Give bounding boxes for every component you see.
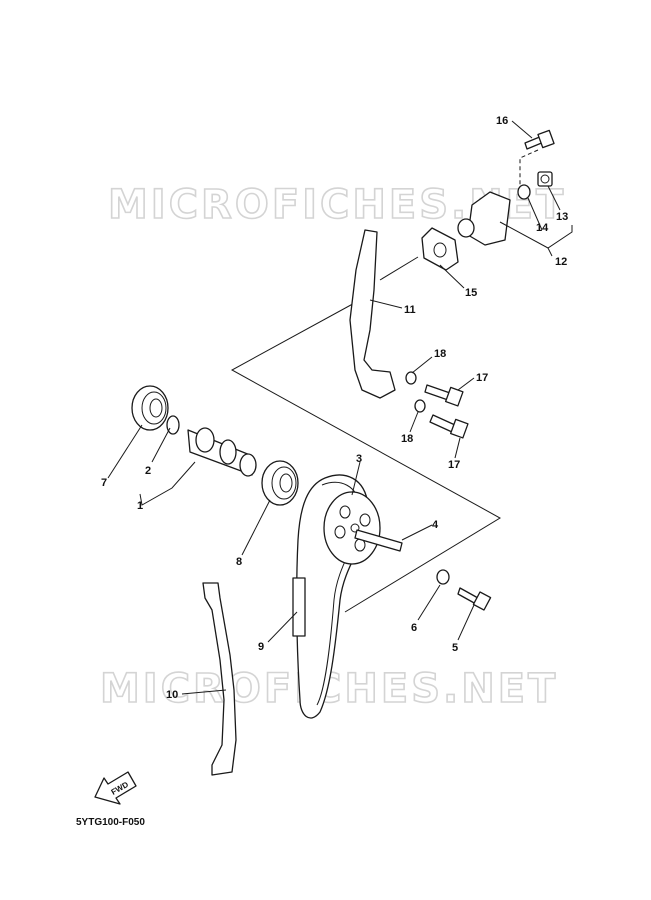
leader-17-upper <box>457 377 475 391</box>
leader-8 <box>241 499 271 556</box>
bearing-7 <box>131 385 169 431</box>
timing-chain-links <box>292 577 306 637</box>
callout-4: 4 <box>432 519 439 531</box>
assembly-frame-upper-line <box>379 256 419 281</box>
callout-18-lower: 18 <box>401 433 413 445</box>
gasket-15 <box>421 227 459 271</box>
leader-1 <box>139 461 196 506</box>
leader-17-lower <box>454 437 461 459</box>
callout-17-upper: 17 <box>476 372 488 384</box>
leader-4 <box>401 524 433 541</box>
leader-11 <box>369 299 403 309</box>
washer-18-lower <box>414 399 426 413</box>
leader-12-branch <box>499 221 573 249</box>
assembly-frame-line <box>230 299 501 613</box>
chain-tensioner-12 <box>457 191 511 246</box>
fwd-arrow-icon: FWD <box>94 771 137 805</box>
callout-2: 2 <box>145 465 151 477</box>
leader-18-upper <box>411 356 433 374</box>
callout-16: 16 <box>496 115 508 127</box>
callout-12: 12 <box>555 256 567 268</box>
callout-18-upper: 18 <box>434 348 446 360</box>
callout-5: 5 <box>452 642 458 654</box>
callout-17-lower: 17 <box>448 459 460 471</box>
callout-14: 14 <box>536 222 549 234</box>
camshaft-1 <box>187 427 257 477</box>
leader-16 <box>511 120 533 139</box>
leader-5 <box>457 604 475 641</box>
chain-guide-10 <box>202 582 237 776</box>
diagram-code: 5YTG100-F050 <box>76 817 145 828</box>
dowel-pin-4 <box>354 529 403 552</box>
leader-6 <box>417 584 441 621</box>
plug-bolt-13 <box>537 171 553 187</box>
bolt-16 <box>524 129 555 150</box>
callout-11: 11 <box>404 304 416 316</box>
bolt-17-upper <box>424 384 464 407</box>
callout-15: 15 <box>465 287 477 299</box>
o-ring-2 <box>166 415 180 435</box>
washer-18-upper <box>405 371 417 385</box>
callout-1: 1 <box>137 500 143 512</box>
tensioner-guide-11 <box>349 229 396 399</box>
leader-10 <box>181 689 227 695</box>
cam-sprocket-3 <box>323 491 381 565</box>
leader-12 <box>547 247 553 257</box>
callout-7: 7 <box>101 477 107 489</box>
leader-18-lower <box>409 411 419 433</box>
callout-10: 10 <box>166 689 178 701</box>
bolt-17-lower <box>429 414 469 439</box>
leader-2 <box>151 427 171 463</box>
leader-14 <box>527 197 543 231</box>
washer-6 <box>436 569 450 585</box>
callout-13: 13 <box>556 211 568 223</box>
leader-3 <box>351 461 361 496</box>
leader-9 <box>267 611 298 643</box>
callout-6: 6 <box>411 622 417 634</box>
leader-7 <box>107 424 143 479</box>
leader-15 <box>439 264 465 289</box>
callout-9: 9 <box>258 641 264 653</box>
leader-13 <box>547 185 561 211</box>
bearing-8 <box>261 460 299 506</box>
callout-3: 3 <box>356 453 362 465</box>
bolt-5 <box>457 587 492 611</box>
washer-14 <box>517 184 531 200</box>
callout-8: 8 <box>236 556 242 568</box>
